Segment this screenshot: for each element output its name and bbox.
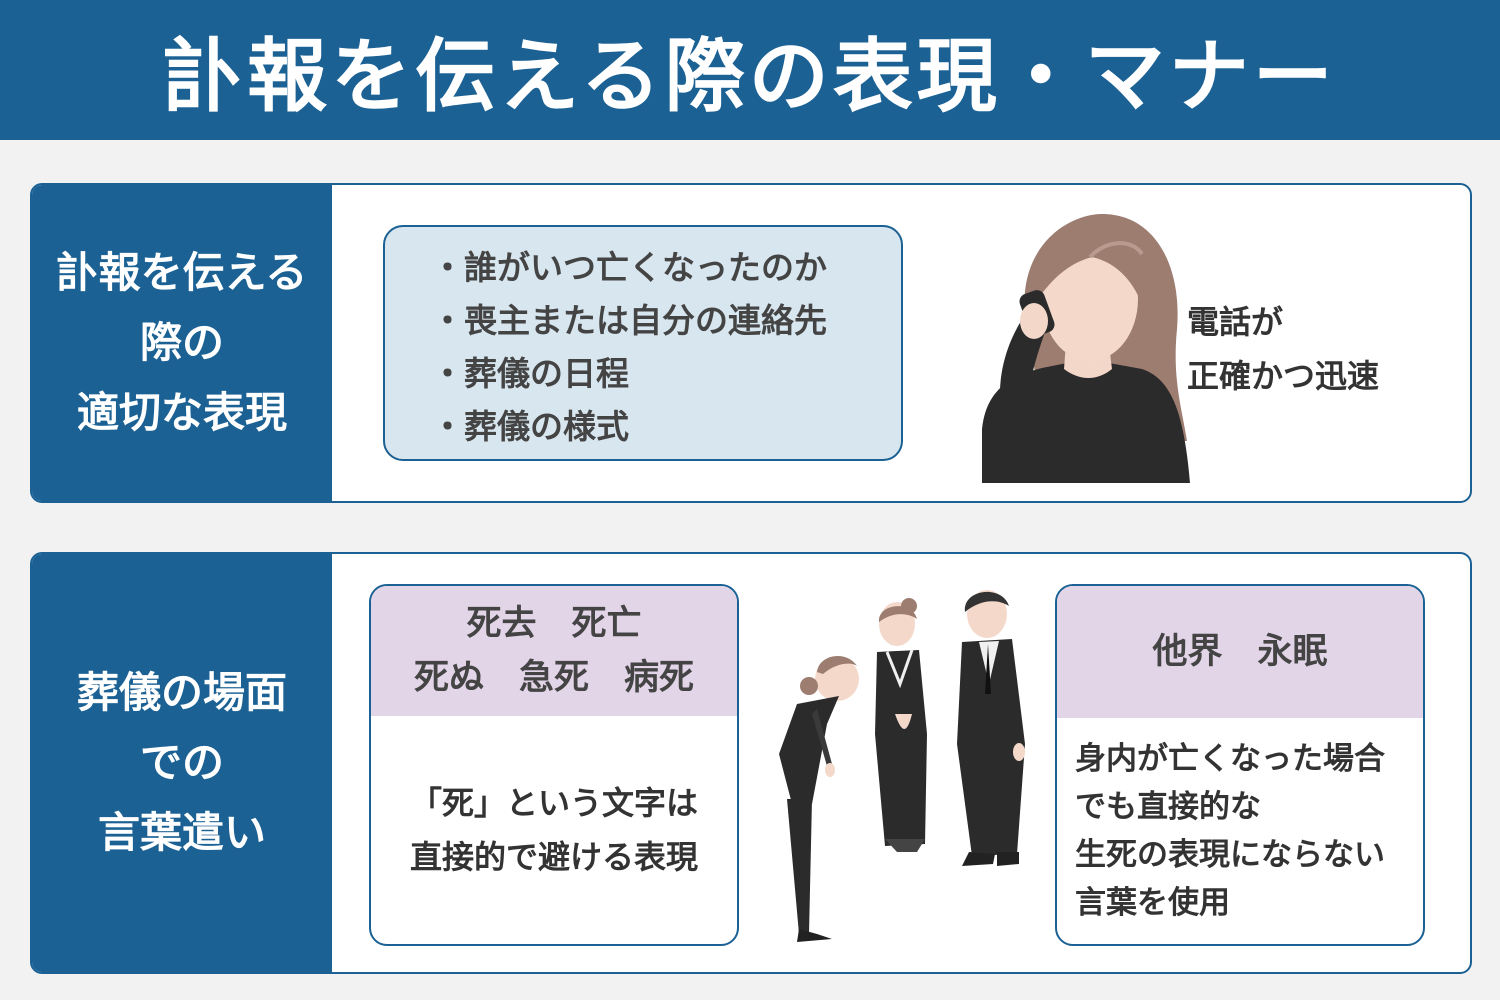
list-item: ・葬儀の日程 xyxy=(431,354,629,393)
avoid-words-header: 死去 死亡 死ぬ 急死 病死 xyxy=(371,586,737,716)
label-line: 葬儀の場面 xyxy=(76,668,287,717)
key-points-box: ・誰がいつ亡くなったのか ・喪主または自分の連絡先 ・葬儀の日程 ・葬儀の様式 xyxy=(383,225,903,461)
use-words-card: 他界 永眠 身内が亡くなった場合 でも直接的な 生死の表現にならない 言葉を使用 xyxy=(1055,584,1425,946)
bowing-mourners-icon xyxy=(779,590,1025,942)
phone-note: 電話が 正確かつ迅速 xyxy=(1187,295,1379,403)
section-funeral-wording: 葬儀の場面 での 言葉遣い 死去 死亡 死ぬ 急死 病死 「死」という文字は 直… xyxy=(30,552,1472,974)
page-header: 訃報を伝える際の表現・マナー xyxy=(0,0,1500,140)
list-item: ・誰がいつ亡くなったのか xyxy=(431,248,827,287)
section-label: 訃報を伝える 際の 適切な表現 xyxy=(32,185,332,501)
desc-line: 直接的で避ける表現 xyxy=(409,838,698,876)
desc-line: 「死」という文字は xyxy=(409,784,698,822)
use-words-header: 他界 永眠 xyxy=(1057,586,1423,718)
avoid-words-card: 死去 死亡 死ぬ 急死 病死 「死」という文字は 直接的で避ける表現 xyxy=(369,584,739,946)
label-line: 適切な表現 xyxy=(76,388,287,437)
list-item: ・葬儀の様式 xyxy=(431,407,629,446)
label-line: での xyxy=(139,738,224,787)
woman-on-phone-icon xyxy=(982,214,1190,483)
avoid-words-desc: 「死」という文字は 直接的で避ける表現 xyxy=(371,716,737,944)
desc-line: 言葉を使用 xyxy=(1075,885,1230,921)
word-line: 他界 永眠 xyxy=(1152,632,1328,672)
note-line: 電話が xyxy=(1187,303,1284,341)
section-announcement: 訃報を伝える 際の 適切な表現 ・誰がいつ亡くなったのか ・喪主または自分の連絡… xyxy=(30,183,1472,503)
section-label: 葬儀の場面 での 言葉遣い xyxy=(32,554,332,972)
label-line: 言葉遣い xyxy=(97,808,266,857)
note-line: 正確かつ迅速 xyxy=(1187,357,1380,395)
desc-line: でも直接的な xyxy=(1075,789,1261,825)
word-line: 死ぬ 急死 病死 xyxy=(413,658,694,698)
desc-line: 生死の表現にならない xyxy=(1075,837,1385,873)
label-line: 訃報を伝える xyxy=(56,248,308,297)
word-line: 死去 死亡 xyxy=(466,604,642,644)
page-title: 訃報を伝える際の表現・マナー xyxy=(163,30,1337,123)
desc-line: 身内が亡くなった場合 xyxy=(1075,741,1385,777)
label-line: 際の xyxy=(139,318,224,367)
list-item: ・喪主または自分の連絡先 xyxy=(431,301,827,340)
use-words-desc: 身内が亡くなった場合 でも直接的な 生死の表現にならない 言葉を使用 xyxy=(1057,718,1423,944)
